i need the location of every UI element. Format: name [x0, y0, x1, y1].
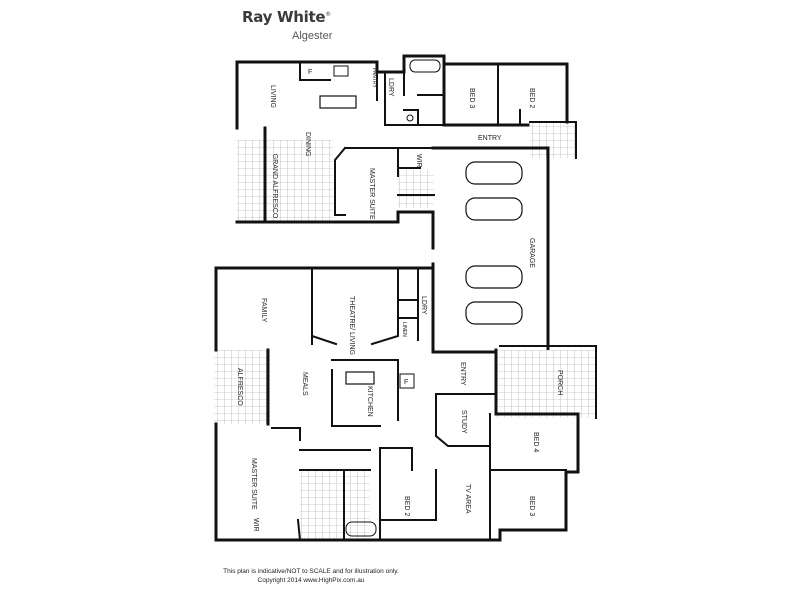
label-wir-lower: WIR: [252, 518, 259, 532]
label-pantry: PANTRY: [371, 68, 377, 88]
label-ldry-lower: LDRY: [420, 296, 427, 315]
label-grand-alfresco-line: GRAND ALFRESCO: [271, 154, 278, 219]
lower-outer-wall: [214, 266, 580, 542]
office-name: Algester: [292, 30, 333, 42]
upper-toilet: [406, 114, 414, 122]
porch-outline: [499, 345, 597, 419]
label-entry-upper: ENTRY: [478, 135, 502, 142]
upper-bath: [409, 59, 441, 73]
ensuite-tiles: [398, 170, 434, 208]
label-tv-area: TV AREA: [464, 484, 471, 514]
grand-alfresco-tiles: [237, 140, 333, 222]
label-linen: LINEN: [401, 322, 407, 337]
lower-plan: [214, 266, 597, 542]
footer-notes: This plan is indicative/NOT to SCALE and…: [196, 567, 426, 585]
brand-logo: Ray White®: [242, 8, 331, 26]
lower-labels: FAMILY THEATRE/ LIVING LDRY LINEN ALFRES…: [236, 296, 563, 532]
entry-porch-tiles: [530, 122, 576, 158]
lower-inner-walls: [271, 267, 567, 542]
footer-disclaimer: This plan is indicative/NOT to SCALE and…: [223, 568, 399, 575]
label-fridge-upper: F: [308, 69, 312, 76]
lower-fridge-box: [399, 373, 415, 389]
label-living-upper: LIVING: [269, 85, 276, 108]
label-garage: GARAGE: [528, 238, 535, 268]
upper-inner-walls: [299, 55, 521, 216]
label-master-suite-lower: MASTER SUITE: [250, 458, 257, 510]
brand-block: Ray White® Algester: [242, 8, 352, 42]
alfresco-tiles: [214, 350, 268, 424]
label-meals: MEALS: [301, 372, 308, 396]
label-bed2-upper: BED 2: [528, 88, 535, 108]
upper-kitchen-island: [319, 95, 357, 109]
upper-plan: [235, 54, 577, 354]
label-master-suite-upper: MASTER SUITE: [368, 168, 375, 220]
label-bed3-upper: BED 3: [468, 88, 475, 108]
label-study: STUDY: [460, 410, 467, 434]
label-alfresco: ALFRESCO: [236, 368, 243, 406]
label-bed2-lower: BED 2: [403, 496, 410, 516]
label-entry-lower: ENTRY: [459, 362, 466, 386]
upper-labels: LIVING DINING GRAND ALFRESCO F PANTRY LD…: [269, 68, 535, 268]
label-dining: DINING: [304, 132, 311, 157]
label-kitchen: KITCHEN: [366, 386, 373, 417]
kitchen-island: [345, 371, 375, 385]
ensuite-lower-tiles: [300, 470, 370, 540]
upper-stove: [333, 65, 349, 77]
label-ldry-upper: LDRY: [387, 78, 394, 97]
footer-copyright: Copyright 2014 www.HighPix.com.au: [257, 577, 365, 584]
lower-bath: [345, 521, 377, 537]
label-bed3-lower: BED 3: [528, 496, 535, 516]
label-bed4: BED 4: [532, 432, 539, 452]
garage-cars: [465, 161, 523, 325]
label-theatre-living: THEATRE/ LIVING: [348, 296, 355, 355]
entry-steps: [529, 121, 577, 159]
label-grand-alfresco: GRAND ALFRESCO: [271, 154, 278, 219]
label-family: FAMILY: [260, 298, 267, 323]
label-wir-upper: WIR: [415, 154, 422, 168]
label-fridge-lower: F: [404, 379, 408, 386]
porch-tiles: [496, 350, 596, 418]
label-porch: PORCH: [556, 370, 563, 395]
